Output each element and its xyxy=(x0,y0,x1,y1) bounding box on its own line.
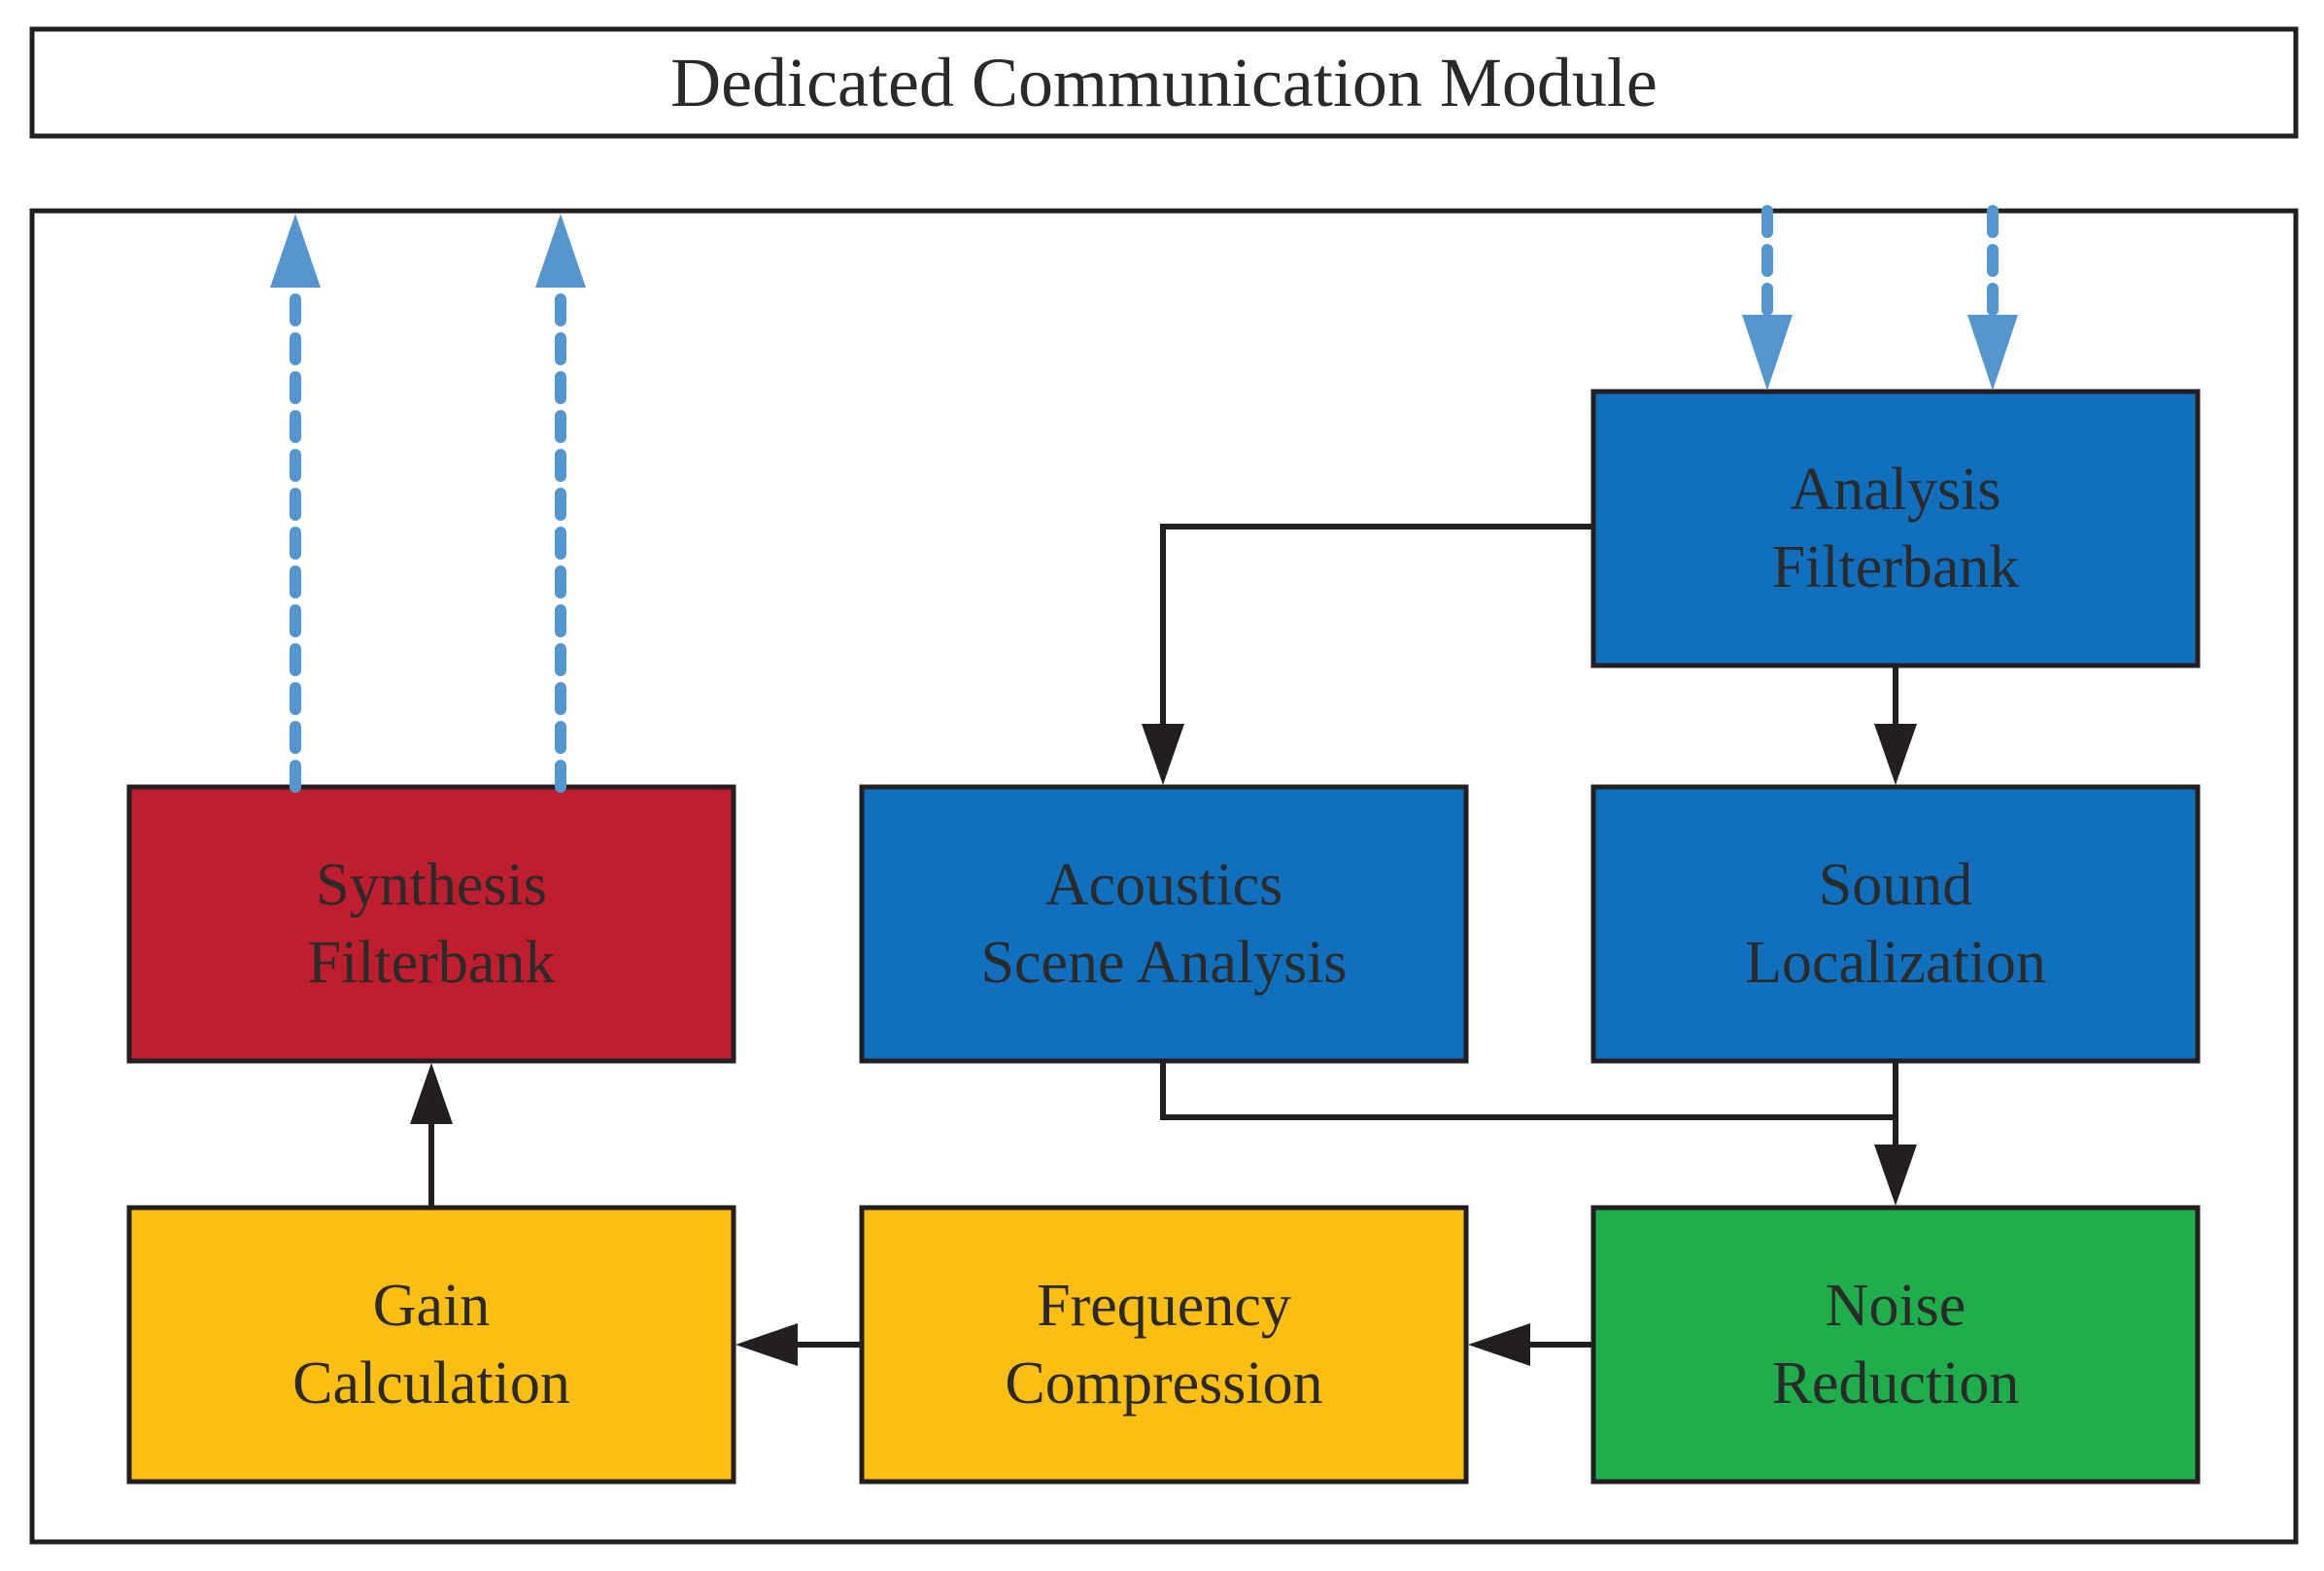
synthesis-filterbank-block xyxy=(126,784,736,1064)
noise-reduction-line2: Reduction xyxy=(1771,1350,2020,1417)
sound-localization-block xyxy=(1590,784,2201,1064)
arrowhead-noise xyxy=(1874,1144,1917,1206)
sound-localization-line2: Localization xyxy=(1745,930,2046,996)
arrow-analysis-to-acoustics xyxy=(1160,524,1593,727)
arrowhead-compression xyxy=(1468,1323,1530,1366)
sound-localization-line1: Sound xyxy=(1818,852,1973,918)
dashed-input-1-head xyxy=(1742,315,1793,391)
analysis-filterbank-line2: Filterbank xyxy=(1771,534,2020,600)
analysis-filterbank-line1: Analysis xyxy=(1790,457,2001,523)
frequency-compression-line1: Frequency xyxy=(1037,1273,1291,1339)
dashed-output-1-head xyxy=(270,214,321,288)
dashed-output-2-head xyxy=(535,214,586,288)
gain-calculation-block xyxy=(126,1205,736,1485)
gain-calculation-line1: Gain xyxy=(372,1273,491,1339)
arrow-acoustics-to-noise xyxy=(1160,1061,1896,1120)
arrowhead-gain xyxy=(735,1323,798,1366)
sound-localization-label: Sound Localization xyxy=(1593,787,2198,1061)
frequency-compression-label: Frequency Compression xyxy=(862,1208,1466,1482)
gain-calculation-label: Gain Calculation xyxy=(129,1208,734,1482)
synthesis-filterbank-label: Synthesis Filterbank xyxy=(129,787,734,1061)
dashed-input-2-head xyxy=(1967,315,2018,391)
module-title: Dedicated Communication Module xyxy=(670,43,1658,121)
synthesis-filterbank-line1: Synthesis xyxy=(316,852,547,918)
acoustics-scene-analysis-label: Acoustics Scene Analysis xyxy=(862,787,1466,1061)
noise-reduction-line1: Noise xyxy=(1825,1273,1966,1339)
acoustics-scene-analysis-block xyxy=(859,784,1469,1064)
arrowhead-synthesis xyxy=(410,1063,453,1124)
synthesis-filterbank-line2: Filterbank xyxy=(307,930,556,996)
frequency-compression-line2: Compression xyxy=(1005,1350,1323,1417)
arrowhead-acoustics xyxy=(1142,724,1184,785)
analysis-filterbank-block xyxy=(1590,389,2201,668)
analysis-filterbank-label: Analysis Filterbank xyxy=(1593,392,2198,666)
acoustics-scene-analysis-line1: Acoustics xyxy=(1044,852,1283,918)
title-box xyxy=(29,26,2299,139)
acoustics-scene-analysis-line2: Scene Analysis xyxy=(980,930,1348,996)
arrowhead-localization xyxy=(1874,724,1917,785)
noise-reduction-label: Noise Reduction xyxy=(1593,1208,2198,1482)
gain-calculation-line2: Calculation xyxy=(292,1350,570,1417)
